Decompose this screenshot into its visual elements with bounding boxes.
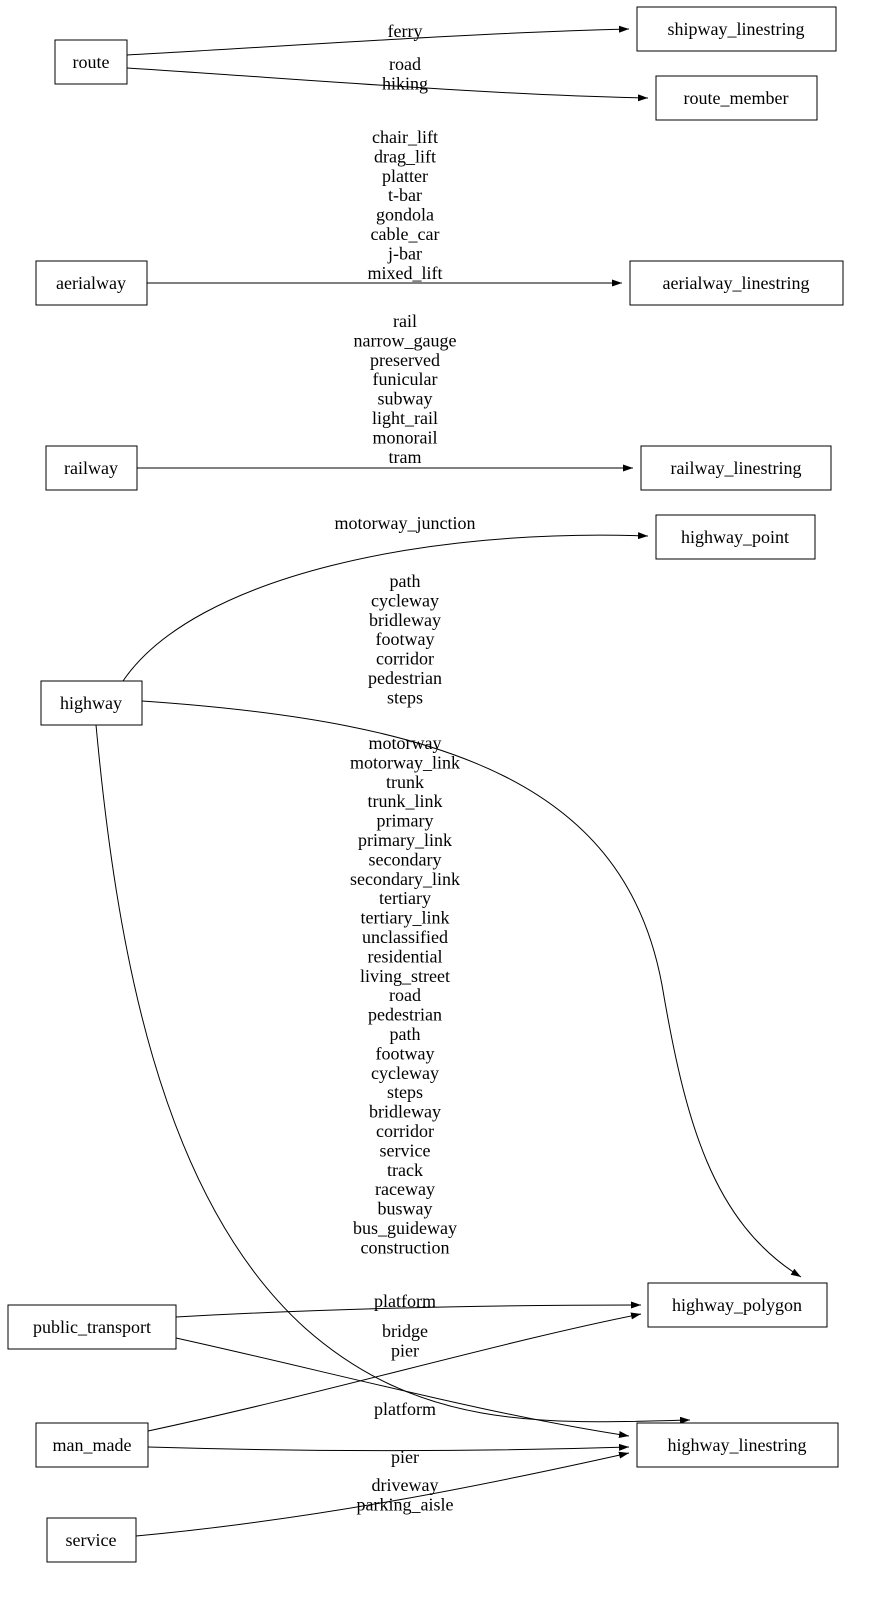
edge-public_transport-highway_polygon: [175, 1301, 642, 1318]
node-highway_linestring: highway_linestring: [636, 1422, 839, 1468]
node-route_member-label: route_member: [684, 88, 789, 108]
nodes: route aerialway railway highway public_t…: [7, 6, 844, 1563]
node-railway-label: railway: [64, 458, 118, 478]
node-service-label: service: [66, 1530, 117, 1550]
node-highway: highway: [40, 680, 143, 726]
edge-man_made-highway_polygon: [147, 1312, 642, 1432]
node-route: route: [54, 39, 128, 85]
node-railway: railway: [45, 445, 138, 491]
node-highway_point-label: highway_point: [681, 527, 789, 547]
edge-label-platform-polygon: platform: [374, 1291, 436, 1311]
edge-highway-highway_polygon: [141, 700, 802, 1278]
node-highway-label: highway: [60, 693, 122, 713]
node-shipway_linestring-label: shipway_linestring: [668, 19, 805, 39]
edge-public_transport-highway_linestring: [175, 1337, 630, 1438]
node-service: service: [46, 1517, 137, 1563]
edge-route-route_member: [126, 67, 649, 102]
edge-label-platform-linestring: platform: [374, 1399, 436, 1419]
node-public_transport: public_transport: [7, 1304, 177, 1350]
edge-label-pier-linestring: pier: [391, 1447, 419, 1467]
node-aerialway_linestring: aerialway_linestring: [629, 260, 844, 306]
edge-route-shipway_linestring: [126, 25, 630, 56]
edge-highway-highway_linestring: [95, 724, 691, 1424]
node-railway_linestring: railway_linestring: [640, 445, 832, 491]
edge-label-ferry: ferry: [388, 21, 423, 41]
node-public_transport-label: public_transport: [33, 1317, 151, 1337]
node-aerialway_linestring-label: aerialway_linestring: [663, 273, 810, 293]
edge-highway-highway_point: [122, 532, 649, 682]
node-aerialway-label: aerialway: [56, 273, 126, 293]
edges: [95, 25, 802, 1537]
node-aerialway: aerialway: [35, 260, 148, 306]
node-highway_polygon-label: highway_polygon: [672, 1295, 802, 1315]
edge-label-motorway_junction: motorway_junction: [335, 513, 476, 533]
node-man_made-label: man_made: [53, 1435, 132, 1455]
edge-man_made-highway_linestring: [147, 1443, 630, 1452]
edge-service-highway_linestring: [135, 1451, 630, 1537]
node-highway_point: highway_point: [655, 514, 816, 560]
node-route-label: route: [73, 52, 110, 72]
node-highway_linestring-label: highway_linestring: [668, 1435, 807, 1455]
node-route_member: route_member: [655, 75, 818, 121]
node-man_made: man_made: [35, 1422, 149, 1468]
node-railway_linestring-label: railway_linestring: [671, 458, 802, 478]
node-shipway_linestring: shipway_linestring: [636, 6, 837, 52]
node-highway_polygon: highway_polygon: [647, 1282, 828, 1328]
